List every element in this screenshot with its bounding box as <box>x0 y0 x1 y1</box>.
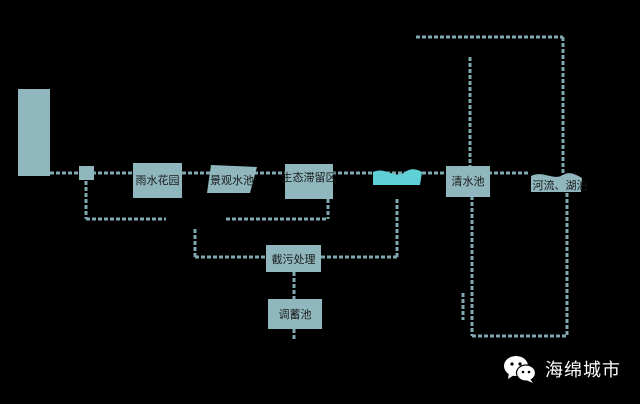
rivers-lakes-label: 河流、湖泊 <box>532 178 588 192</box>
brand-name: 海绵城市 <box>545 360 621 381</box>
roof-building-shape <box>18 89 50 176</box>
clear-water-pool-box <box>446 166 490 197</box>
eco-retention-label: 生态滞留区 <box>281 170 337 184</box>
landscape-pool-shape <box>207 165 257 193</box>
wechat-logo-icon <box>504 356 537 383</box>
collector-box <box>79 166 94 180</box>
rivers-lakes-shape <box>531 173 582 192</box>
pollution-interception-box <box>266 245 321 272</box>
storage-tank-label: 调蓄池 <box>278 307 312 321</box>
storage-tank-box <box>268 299 322 329</box>
clear-water-pool-label: 清水池 <box>451 174 485 188</box>
brand-watermark: 海绵城市 <box>503 352 621 386</box>
pollution-interception-label: 截污处理 <box>271 252 316 266</box>
rain-garden-box <box>133 163 182 198</box>
eco-retention-box <box>285 164 333 199</box>
rain-garden-label: 雨水花园 <box>135 173 180 187</box>
water-wave-shape <box>373 169 422 185</box>
landscape-pool-label: 景观水池 <box>210 173 254 187</box>
